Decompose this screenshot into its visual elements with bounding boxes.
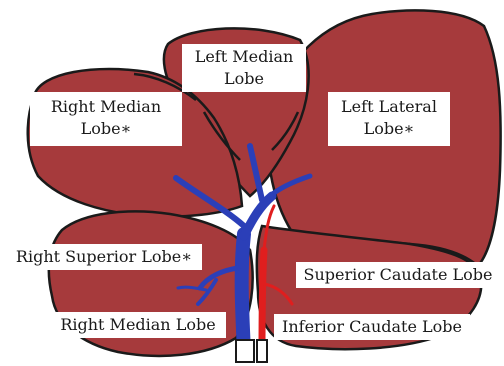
label-line: Left Median: [182, 46, 306, 68]
label-line: Lobe∗: [30, 118, 182, 140]
label-line: Lobe: [182, 68, 306, 90]
label-superior-caudate-lobe: Superior Caudate Lobe: [296, 262, 500, 288]
label-right-superior-lobe: Right Superior Lobe∗: [6, 244, 202, 270]
vessel-stump: [257, 340, 267, 362]
label-left-lateral-lobe: Left Lateral Lobe∗: [328, 92, 450, 146]
label-left-median-lobe: Left Median Lobe: [182, 44, 306, 92]
label-line: Inferior Caudate Lobe: [274, 316, 470, 338]
label-inferior-caudate-lobe: Inferior Caudate Lobe: [274, 314, 470, 340]
label-line: Superior Caudate Lobe: [296, 264, 500, 286]
label-line: Lobe∗: [328, 118, 450, 140]
label-line: Right Median Lobe: [50, 314, 226, 336]
label-right-median-lobe-bottom: Right Median Lobe: [50, 312, 226, 338]
label-right-median-lobe-top: Right Median Lobe∗: [30, 92, 182, 146]
label-line: Left Lateral: [328, 96, 450, 118]
label-line: Right Median: [30, 96, 182, 118]
vessel-stump: [236, 340, 254, 362]
label-line: Right Superior Lobe∗: [6, 246, 202, 268]
